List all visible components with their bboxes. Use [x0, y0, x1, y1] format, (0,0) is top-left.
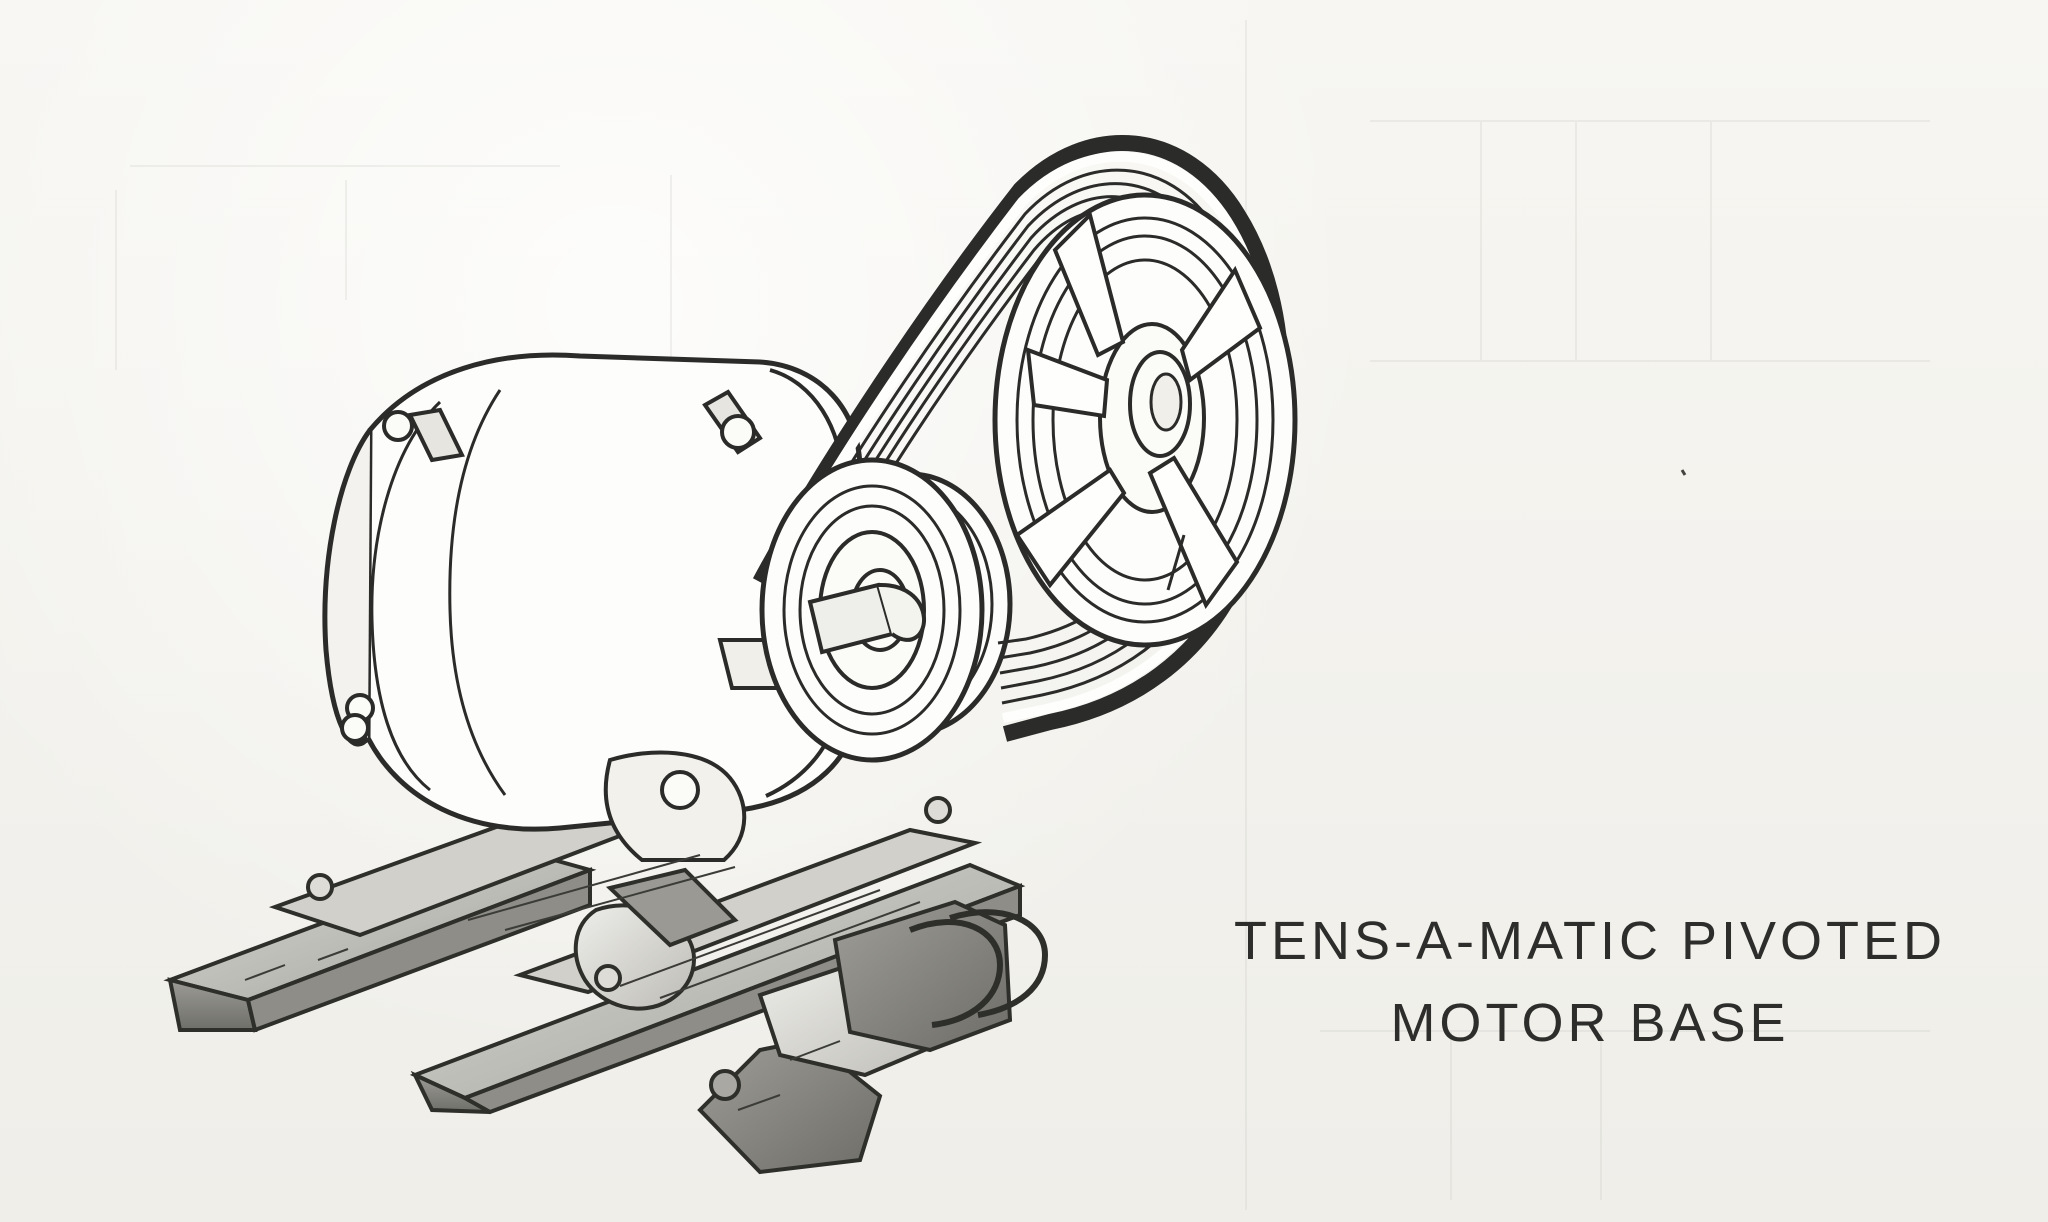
detail-marks — [244, 469, 1687, 1111]
large-pulley — [992, 192, 1298, 648]
caption: TENS-A-MATIC PIVOTED MOTOR BASE — [1160, 900, 2020, 1064]
small-pulley — [759, 457, 985, 763]
base-assembly — [163, 772, 1049, 1175]
caption-line-2: MOTOR BASE — [1390, 993, 1790, 1053]
caption-line-1: TENS-A-MATIC PIVOTED — [1233, 911, 1947, 971]
